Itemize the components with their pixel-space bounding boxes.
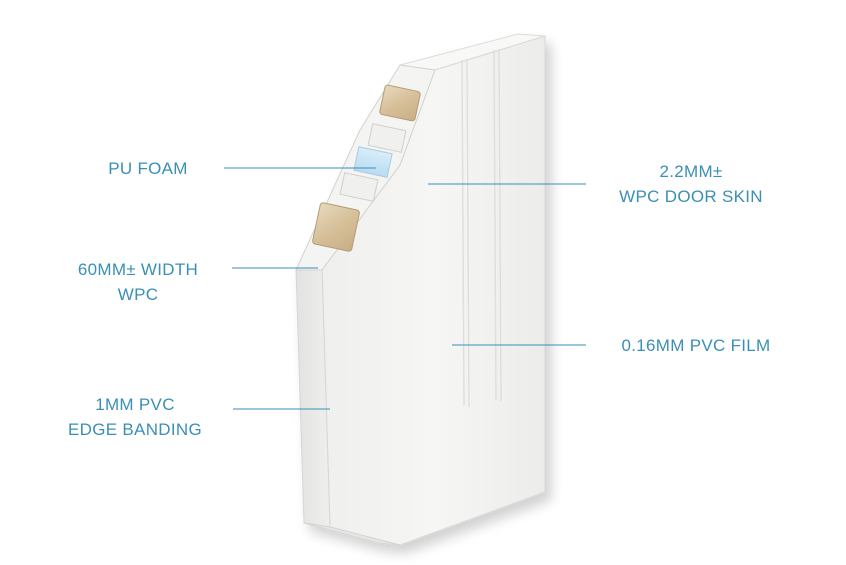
door-bottom-edge — [303, 522, 401, 546]
door-groove-1 — [461, 58, 470, 408]
label-pvc-film: 0.16MM PVC FILM — [597, 333, 795, 358]
wood-block-lower — [312, 202, 360, 252]
label-pvc-film-line-1: 0.16MM PVC FILM — [621, 336, 771, 355]
core-cell-upper — [367, 123, 407, 153]
leader-lines — [224, 167, 586, 410]
label-edge-banding-line-1: 1MM PVC — [95, 395, 175, 414]
label-edge-banding: 1MM PVC EDGE BANDING — [45, 392, 225, 442]
door-groove-2 — [493, 48, 502, 402]
pu-foam-cell — [353, 146, 393, 178]
label-wpc-width-line-1: 60MM± WIDTH — [77, 260, 199, 279]
label-door-skin: 2.2MM± WPC DOOR SKIN — [588, 159, 794, 209]
wood-block-upper — [379, 84, 421, 122]
label-wpc-width-line-2: WPC — [117, 285, 159, 304]
label-wpc-width: 60MM± WIDTH WPC — [48, 257, 228, 307]
core-chambers — [312, 84, 421, 252]
label-pu-foam: PU FOAM — [90, 156, 206, 181]
door-face — [321, 35, 546, 546]
core-cell-middle — [339, 172, 379, 202]
label-pu-foam-line-1: PU FOAM — [108, 159, 188, 178]
label-door-skin-line-2: WPC DOOR SKIN — [619, 187, 763, 206]
label-door-skin-line-1: 2.2MM± — [659, 162, 723, 181]
label-edge-banding-line-2: EDGE BANDING — [68, 420, 202, 439]
door-panel — [295, 33, 546, 546]
